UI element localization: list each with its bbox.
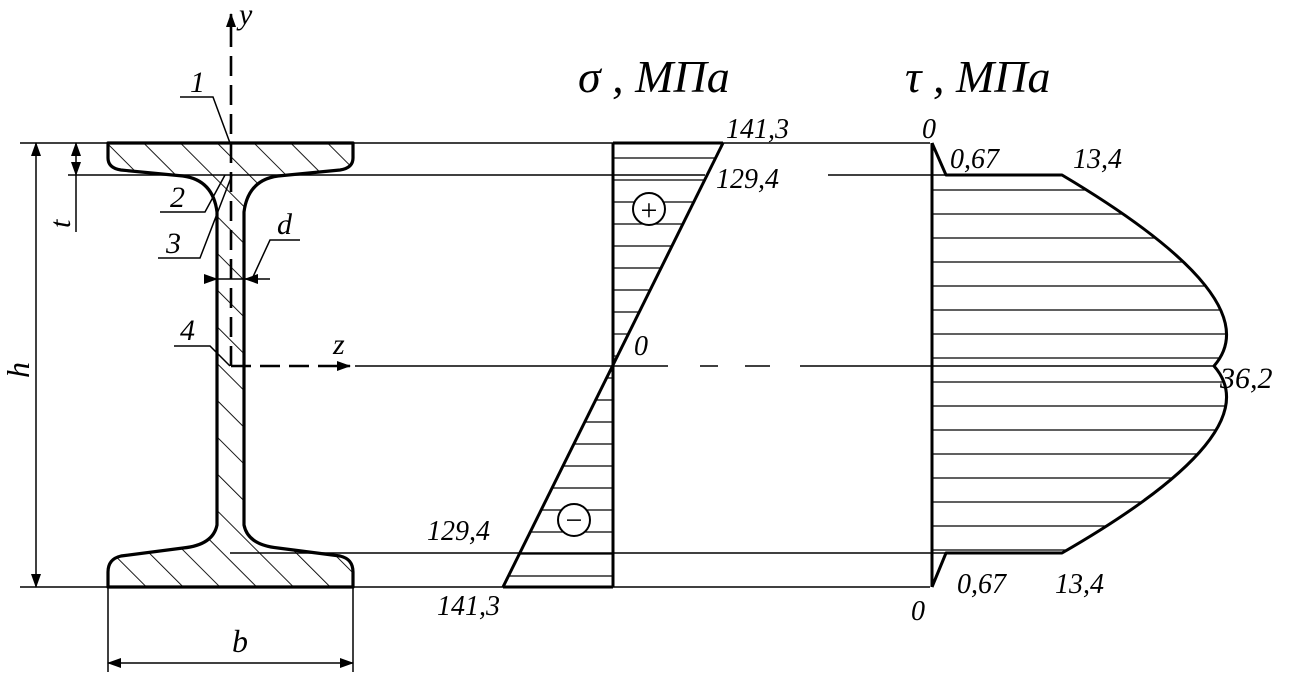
sigma-title: σ , МПа — [578, 51, 730, 102]
point-leaders — [158, 96, 233, 367]
sigma-zero-label: 0 — [634, 331, 648, 362]
z-axis-label: z — [332, 328, 345, 361]
svg-text:+: + — [641, 194, 658, 227]
tau-bottom-zero: 0 — [911, 596, 925, 627]
sigma-top-inner-value: 129,4 — [716, 164, 779, 195]
point-1-label: 1 — [190, 66, 205, 99]
sigma-minus-sign: − — [557, 503, 591, 537]
point-3-label: 3 — [165, 227, 181, 260]
point-2-label: 2 — [170, 181, 185, 214]
dimension-h-label: h — [0, 362, 36, 378]
tau-curve — [930, 142, 1229, 588]
sigma-top-outer-value: 141,3 — [726, 114, 789, 145]
tau-hatching — [932, 189, 1227, 551]
tau-bottom-web-value: 13,4 — [1055, 569, 1104, 600]
y-axis-label: y — [236, 0, 253, 31]
sigma-plus-sign: + — [632, 192, 666, 227]
tau-bottom-flange-value: 0,67 — [957, 569, 1007, 600]
dimension-t-label: t — [44, 219, 77, 228]
sigma-bottom-outer-value: 141,3 — [437, 591, 500, 622]
tau-top-zero: 0 — [922, 114, 936, 145]
tau-title: τ , МПа — [905, 51, 1051, 102]
dimension-d-leader — [251, 239, 300, 280]
tau-top-web-value: 13,4 — [1073, 144, 1122, 175]
tau-max-value: 36,2 — [1219, 362, 1273, 395]
sigma-bottom-inner-value: 129,4 — [427, 516, 490, 547]
dimension-d-label: d — [277, 208, 293, 241]
point-4-label: 4 — [180, 314, 195, 347]
dimension-b-label: b — [232, 623, 248, 659]
svg-text:−: − — [566, 504, 583, 537]
sigma-line — [501, 142, 725, 588]
tau-top-flange-value: 0,67 — [950, 144, 1000, 175]
